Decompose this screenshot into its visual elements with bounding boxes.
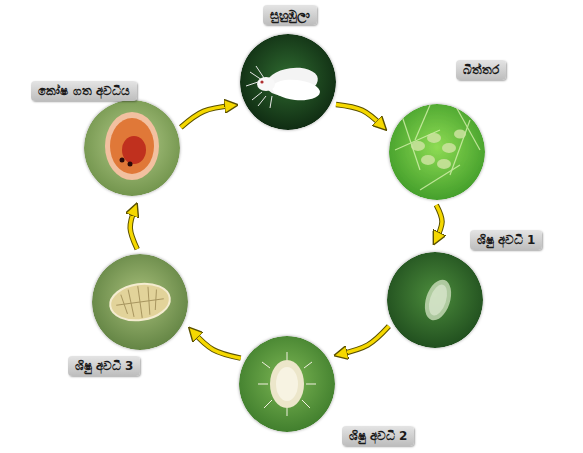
cycle-arrow [336,105,383,127]
arrow-outline [336,105,383,127]
stage-label: සුහුඹුලා [263,5,317,25]
stage-label: ශිෂු අවධි 3 [68,356,141,376]
arrow-body [339,326,389,354]
cycle-arrow [436,205,442,240]
stage-label: කෝෂ ගත අවධිය [31,81,136,101]
arrow-outline [130,208,137,249]
cycle-arrow [192,331,240,358]
cycle-arrow [181,105,233,127]
arrow-body [192,331,240,358]
cycle-arrow [130,208,137,249]
pupa-photo [84,100,180,196]
arrow-body [336,105,383,127]
stage-label: ශිෂු අවධි 1 [470,230,543,250]
arrow-outline [192,331,240,358]
arrow-body [436,205,442,240]
arrow-outline [339,326,389,354]
cycle-arrow [339,326,389,354]
nymph-one-photo [387,252,483,348]
arrow-body [181,105,233,127]
arrow-outline [181,105,233,127]
stage-circle: ශිෂු අවධි 2 [239,336,335,432]
arrow-outline [436,205,442,240]
nymph-three-photo [92,254,188,350]
adult-photo [240,34,336,130]
stage-label: ශිෂු අවධි 2 [342,426,415,446]
stage-circle: ශිෂු අවධි 1 [387,252,483,348]
eggs-photo [389,104,485,200]
stage-circle: ශිෂු අවධි 3 [92,254,188,350]
stage-label: බිත්තර [456,60,506,80]
arrow-body [130,208,137,249]
stage-circle: කෝෂ ගත අවධිය [84,100,180,196]
stage-circle: සුහුඹුලා [240,34,336,130]
nymph-two-photo [239,336,335,432]
stage-circle: බිත්තර [389,104,485,200]
